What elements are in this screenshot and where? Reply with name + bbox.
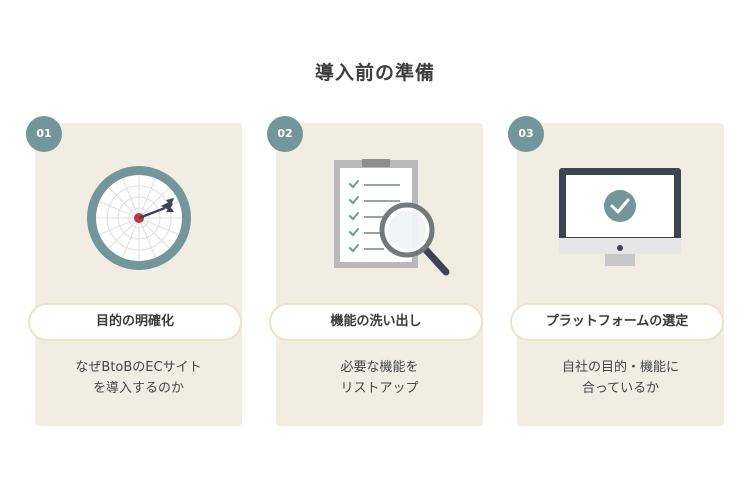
step-description-2-line-2: リストアップ — [340, 381, 419, 396]
step-description-3: 自社の目的・機能に 合っているか — [517, 357, 724, 399]
step-description-2-line-1: 必要な機能を — [340, 360, 419, 375]
step-heading-3: プラットフォームの選定 — [510, 303, 724, 341]
step-heading-1: 目的の明確化 — [28, 303, 242, 341]
dartboard-icon — [35, 150, 242, 290]
step-number-badge-1: 01 — [26, 116, 62, 152]
step-description-1: なぜBtoBのECサイト を導入するのか — [35, 357, 242, 399]
step-description-2: 必要な機能を リストアップ — [276, 357, 483, 399]
step-description-1-line-2: を導入するのか — [92, 381, 184, 396]
step-number-badge-3: 03 — [508, 116, 544, 152]
clipboard-magnifier-icon — [276, 150, 483, 290]
step-heading-2: 機能の洗い出し — [269, 303, 483, 341]
monitor-check-icon — [517, 150, 724, 290]
step-description-3-line-1: 自社の目的・機能に — [561, 360, 679, 375]
step-description-3-line-2: 合っているか — [581, 381, 660, 396]
page-title: 導入前の準備 — [314, 62, 435, 84]
step-description-1-line-1: なぜBtoBのECサイト — [75, 360, 202, 375]
step-number-badge-2: 02 — [267, 116, 303, 152]
